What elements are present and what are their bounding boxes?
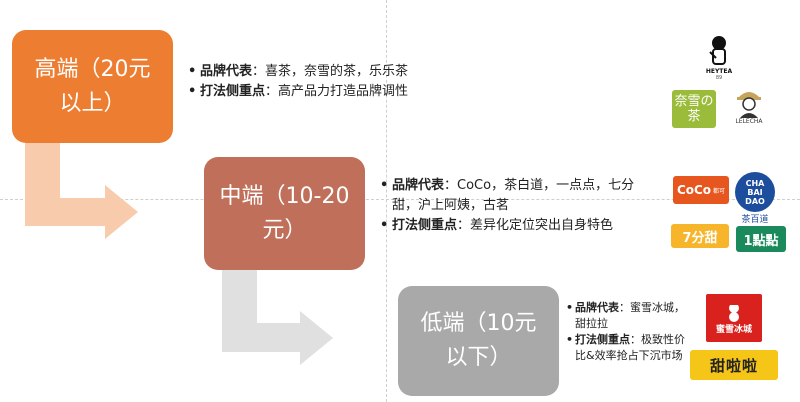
naixue-logo: 奈雪の茶 (672, 90, 716, 128)
tier-high-brands-item: 品牌代表：喜茶，奈雪的茶，乐乐茶 (188, 62, 468, 82)
tier-low-brands-item: 品牌代表：蜜雪冰城，甜拉拉 (566, 300, 686, 332)
focus-value: ：差异化定位突出自身特色 (457, 218, 614, 233)
mixue-text: 蜜雪冰城 (715, 324, 752, 335)
snowman-icon (729, 301, 739, 322)
chabaidao-cn-text: 茶百道 (741, 214, 769, 225)
chabaidao-cn-logo: 茶百道 (737, 212, 773, 225)
tier-high-box: 高端（20元 以上） (12, 30, 173, 143)
tier-mid-focus-item: 打法侧重点：差异化定位突出自身特色 (380, 216, 640, 236)
arrow-mid-to-low (222, 270, 333, 365)
yidiandian-logo: 1點點 (736, 226, 786, 252)
tier-high-description: 品牌代表：喜茶，奈雪的茶，乐乐茶 打法侧重点：高产品力打造品牌调性 (188, 62, 468, 102)
brands-key: 品牌代表 (575, 301, 619, 314)
tier-high-focus-item: 打法侧重点：高产品力打造品牌调性 (188, 82, 468, 102)
tier-mid-description: 品牌代表：CoCo，茶白道，一点点，七分甜，沪上阿姨，古茗 打法侧重点：差异化定… (380, 176, 640, 236)
chabaidao-text: CHA BAI DAO (745, 178, 765, 206)
focus-key: 打法侧重点 (200, 84, 266, 99)
qifentian-logo: 7分甜 (671, 224, 729, 248)
lelecha-text: LELECHA (735, 118, 763, 125)
heytea-text: HEYTEA (705, 67, 733, 75)
tianlala-text: 甜啦啦 (709, 356, 758, 375)
focus-value: ：极致性价比&效率抢占下沉市场 (575, 333, 685, 362)
qifentian-text: 7分甜 (682, 230, 718, 246)
chabaidao-logo: CHA BAI DAO (735, 172, 775, 212)
tier-mid-box: 中端（10-20 元） (204, 157, 365, 270)
tier-low-label-line2: 以下） (445, 345, 512, 370)
brands-key: 品牌代表 (392, 178, 445, 193)
tier-mid-label-line1: 中端（10-20 (219, 183, 350, 209)
tier-mid-label-line2: 元） (262, 217, 307, 243)
heytea-figure-icon (709, 35, 726, 65)
focus-key: 打法侧重点 (575, 333, 630, 346)
naixue-text: 奈雪の茶 (674, 94, 714, 124)
tier-high-label-line2: 以上） (59, 90, 126, 116)
lelecha-figure-icon (737, 92, 761, 118)
tier-high-label-line1: 高端（20元 (34, 56, 151, 82)
coco-sub: 都可 (713, 187, 726, 195)
lelecha-logo: LELECHA (726, 82, 772, 130)
brands-key: 品牌代表 (200, 64, 253, 79)
brands-value: ：CoCo，茶白道，一点点，七分甜，沪上阿姨，古茗 (392, 178, 635, 213)
tier-low-description: 品牌代表：蜜雪冰城，甜拉拉 打法侧重点：极致性价比&效率抢占下沉市场 (566, 300, 686, 364)
mixue-logo: 蜜雪冰城 (706, 294, 762, 342)
tier-low-focus-item: 打法侧重点：极致性价比&效率抢占下沉市场 (566, 332, 686, 364)
coco-text: CoCo (676, 183, 712, 197)
heytea-logo: HEYTEA 89 (694, 28, 744, 86)
arrow-high-to-mid (25, 143, 138, 239)
tier-low-label-line1: 低端（10元 (420, 311, 537, 336)
focus-value: ：高产品力打造品牌调性 (265, 84, 409, 99)
focus-key: 打法侧重点 (392, 218, 458, 233)
coco-logo: CoCo 都可 (673, 176, 729, 204)
tier-low-box: 低端（10元 以下） (398, 286, 559, 396)
heytea-sub: 89 (715, 74, 723, 81)
yidiandian-text: 1點點 (743, 233, 779, 249)
brands-value: ：蜜雪冰城，甜拉拉 (575, 301, 685, 330)
tier-mid-brands-item: 品牌代表：CoCo，茶白道，一点点，七分甜，沪上阿姨，古茗 (380, 176, 640, 216)
brands-value: ：喜茶，奈雪的茶，乐乐茶 (252, 64, 409, 79)
tianlala-logo: 甜啦啦 (690, 350, 778, 380)
